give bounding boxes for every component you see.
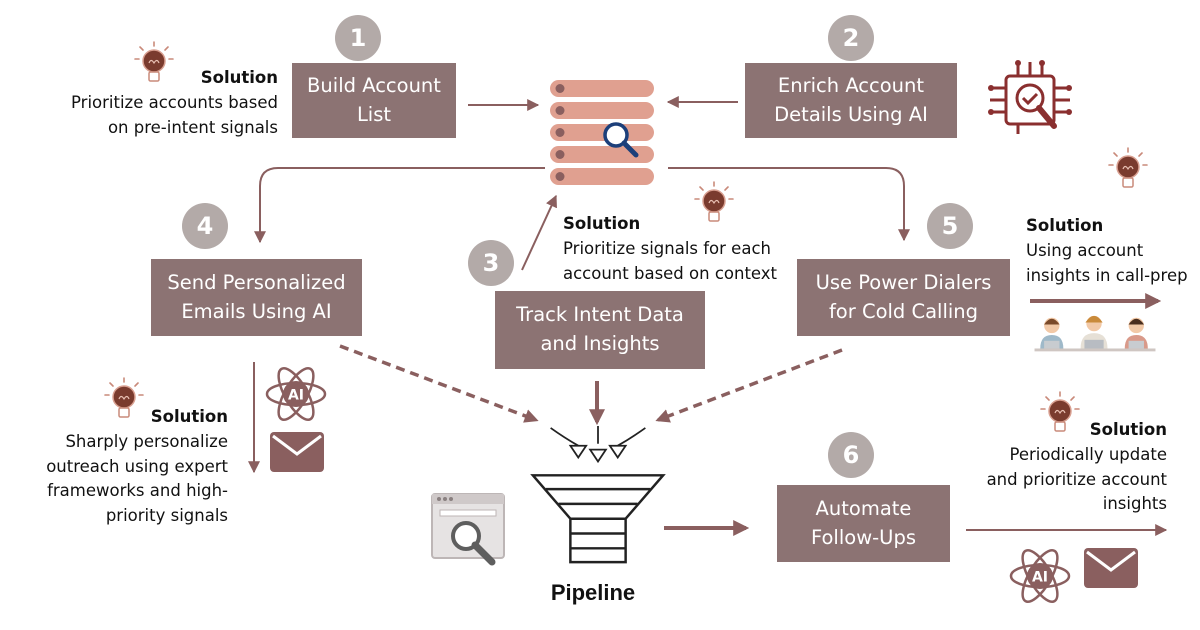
step-number-1: 1 <box>335 15 381 61</box>
solution-title: Solution <box>1026 216 1104 235</box>
lightbulb-icon <box>134 41 174 82</box>
ai-badge-text: AI <box>288 388 304 404</box>
solution-text: Sharply personalize outreach using exper… <box>46 431 228 525</box>
solution-title: Solution <box>1089 420 1167 439</box>
step-number-4: 4 <box>182 203 228 249</box>
solution-text: Periodically update and prioritize accou… <box>986 444 1167 514</box>
solution-text: Prioritize signals for each account base… <box>563 238 778 283</box>
step-enrich-account-details: Enrich Account Details Using AI <box>745 63 957 138</box>
solution-title: Solution <box>200 68 278 87</box>
ai-chip-magnifier-icon <box>988 60 1072 134</box>
solution-follow-ups: Solution Periodically update and priorit… <box>960 418 1167 517</box>
step-number-3: 3 <box>468 240 514 286</box>
solution-build-list: Solution Prioritize accounts based on pr… <box>30 66 278 140</box>
step-power-dialers: Use Power Dialers for Cold Calling <box>797 259 1010 336</box>
solution-title: Solution <box>563 214 641 233</box>
step-track-intent-data: Track Intent Data and Insights <box>495 291 705 369</box>
ai-badge-text: AI <box>1032 570 1048 586</box>
lightbulb-icon <box>694 181 734 222</box>
browser-search-icon <box>431 493 505 566</box>
step-automate-follow-ups: Automate Follow-Ups <box>777 485 950 562</box>
ai-atom-icon: AI <box>265 367 327 421</box>
pipeline-label: Pipeline <box>550 580 636 605</box>
arrow-intent-to-database <box>521 194 557 271</box>
email-envelope-icon <box>1084 548 1138 588</box>
solution-title: Solution <box>150 407 228 426</box>
solution-dialers: Solution Using account insights in call-… <box>1026 214 1196 288</box>
lightbulb-icon <box>1108 147 1148 188</box>
arrow-database-to-dialers <box>668 167 910 242</box>
ai-atom-icon: AI <box>1009 549 1071 603</box>
lightbulb-icon <box>104 377 144 418</box>
dashed-arrow-emails-to-pipeline <box>339 344 539 423</box>
database-search-icon <box>550 80 654 185</box>
arrow-database-to-emails <box>254 167 545 244</box>
step-number-2: 2 <box>828 15 874 61</box>
step-number-5: 5 <box>927 203 973 249</box>
call-center-agents-icon <box>1034 315 1156 352</box>
step-number-6: 6 <box>828 432 874 478</box>
solution-text: Using account insights in call-prep <box>1026 240 1188 285</box>
pipeline-funnel <box>530 425 666 564</box>
dashed-arrow-dialers-to-pipeline <box>655 348 843 423</box>
solution-intent: Solution Prioritize signals for each acc… <box>563 212 803 286</box>
solution-text: Prioritize accounts based on pre-intent … <box>71 92 278 137</box>
step-build-account-list: Build Account List <box>292 63 456 138</box>
solution-emails: Solution Sharply personalize outreach us… <box>20 405 228 529</box>
lightbulb-icon <box>1040 391 1080 432</box>
step-send-personalized-emails: Send Personalized Emails Using AI <box>151 259 362 336</box>
email-envelope-icon <box>270 432 324 472</box>
